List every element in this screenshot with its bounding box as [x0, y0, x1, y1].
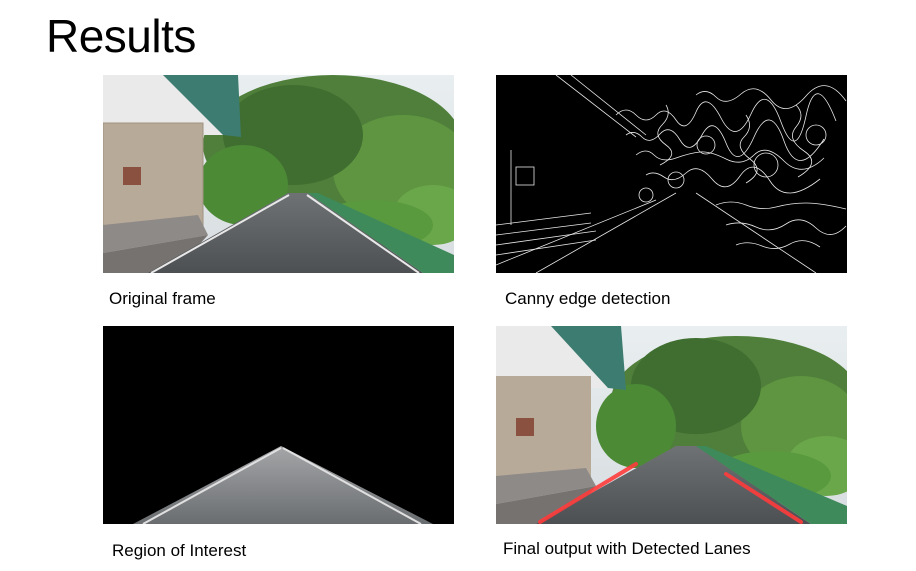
slide-title: Results [46, 10, 196, 62]
detected-lane-left [538, 462, 638, 524]
detected-lane-right [724, 472, 803, 524]
region-of-interest-image [103, 326, 454, 524]
caption-final-output: Final output with Detected Lanes [503, 539, 751, 558]
original-frame-image [103, 75, 454, 273]
final-output-image [496, 326, 847, 524]
caption-region-of-interest: Region of Interest [112, 541, 247, 560]
canny-edge-image [496, 75, 847, 273]
caption-original-frame: Original frame [109, 289, 216, 308]
caption-canny-edge: Canny edge detection [505, 289, 671, 308]
